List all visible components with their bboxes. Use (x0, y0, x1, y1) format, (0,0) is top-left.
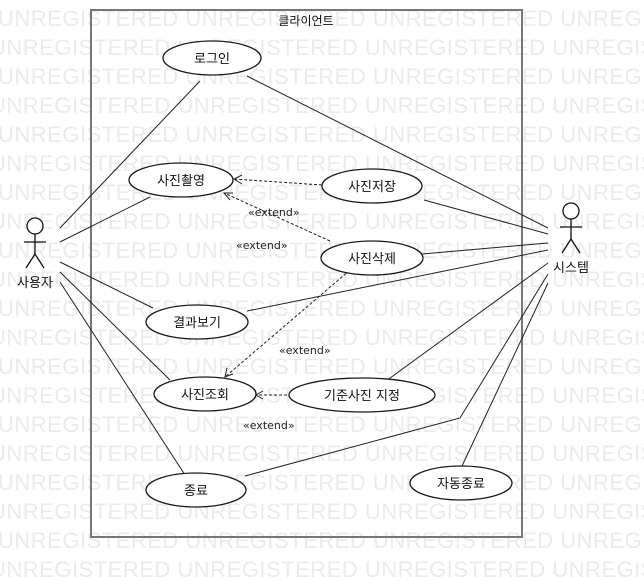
use-case-set-reference[interactable]: 기준사진 지정 (288, 377, 436, 413)
assoc-user-view-result (59, 261, 154, 309)
watermark-text: UNREGISTERED UNREGISTERED UNREGISTERED U… (0, 354, 644, 379)
assoc-exit-system (244, 273, 549, 477)
assoc-user-view-photo (59, 271, 171, 381)
use-case-take-photo[interactable]: 사진촬영 (128, 162, 234, 198)
associations (59, 75, 549, 477)
assoc-user-login (59, 80, 201, 229)
use-case-save-photo[interactable]: 사진저장 (321, 168, 423, 204)
extend-delete-to-view (224, 269, 351, 378)
watermark-text: UNREGISTERED UNREGISTERED UNREGISTERED U… (0, 64, 644, 89)
assoc-result-system (246, 249, 549, 312)
watermark-text: UNREGISTERED UNREGISTERED UNREGISTERED U… (0, 296, 644, 321)
use-case-delete-photo[interactable]: 사진삭제 (320, 240, 424, 276)
extend-label-reference: «extend» (243, 419, 295, 432)
use-case-exit-label: 종료 (184, 484, 208, 499)
use-case-delete-photo-label: 사진삭제 (348, 252, 396, 267)
system-title: 클라이언트 (278, 14, 333, 28)
use-case-take-photo-label: 사진촬영 (157, 174, 205, 189)
watermark-text: UNREGISTERED UNREGISTERED UNREGISTERED U… (0, 412, 644, 437)
watermark-text: UNREGISTERED UNREGISTERED UNREGISTERED U… (0, 122, 644, 147)
watermark-text: UNREGISTERED UNREGISTERED UNREGISTERED U… (0, 557, 644, 577)
system-boundary (90, 9, 523, 538)
extend-delete-to-take (223, 192, 331, 242)
use-case-auto-exit[interactable]: 자동종료 (409, 465, 513, 501)
assoc-user-take-photo (59, 196, 151, 243)
use-case-save-photo-label: 사진저장 (348, 180, 396, 195)
extend-label-delete-take: «extend» (236, 239, 288, 252)
assoc-reference-system (385, 262, 549, 382)
use-case-auto-exit-label: 자동종료 (437, 477, 485, 492)
watermark-layer: UNREGISTERED UNREGISTERED UNREGISTERED U… (0, 6, 644, 577)
assoc-save-system (423, 199, 549, 235)
extend-label-save: «extend» (248, 206, 300, 219)
assoc-autoexit-system (461, 282, 549, 467)
extend-dependencies: «extend» «extend» «extend» «extend» (222, 174, 351, 432)
watermark-text: UNREGISTERED UNREGISTERED UNREGISTERED U… (0, 267, 644, 292)
actor-user-head-icon (26, 217, 44, 235)
use-case-exit[interactable]: 종료 (145, 472, 247, 508)
actor-system[interactable]: 시스템 (553, 202, 589, 276)
watermark-text: UNREGISTERED UNREGISTERED UNREGISTERED U… (0, 499, 644, 524)
watermark-text: UNREGISTERED UNREGISTERED UNREGISTERED U… (0, 151, 644, 176)
use-case-login-label: 로그인 (194, 52, 230, 67)
use-case-view-result[interactable]: 결과보기 (145, 304, 249, 340)
watermark-text: UNREGISTERED UNREGISTERED UNREGISTERED U… (0, 35, 644, 60)
assoc-user-exit (59, 281, 186, 476)
actor-system-head-icon (562, 202, 580, 220)
extend-save-to-take-arrowhead (232, 174, 243, 185)
assoc-delete-system (421, 242, 549, 255)
watermark-text: UNREGISTERED UNREGISTERED UNREGISTERED U… (0, 528, 644, 553)
watermark-text: UNREGISTERED UNREGISTERED UNREGISTERED U… (0, 325, 644, 350)
actor-user-label: 사용자 (17, 276, 53, 291)
extend-label-delete-view: «extend» (279, 344, 331, 357)
use-case-view-result-label: 결과보기 (173, 316, 221, 331)
use-case-set-reference-label: 기준사진 지정 (324, 389, 400, 404)
actor-user[interactable]: 사용자 (17, 217, 53, 291)
watermark-text: UNREGISTERED UNREGISTERED UNREGISTERED U… (0, 441, 644, 466)
extend-delete-to-view-arrowhead (224, 367, 234, 378)
assoc-login-system (246, 75, 549, 229)
watermark-text: UNREGISTERED UNREGISTERED UNREGISTERED U… (0, 470, 644, 495)
extend-delete-to-take-arrowhead (222, 192, 233, 201)
use-case-view-photo-label: 사진조회 (181, 388, 229, 403)
watermark-text: UNREGISTERED UNREGISTERED UNREGISTERED U… (0, 209, 644, 234)
actor-system-label: 시스템 (553, 261, 589, 276)
use-case-view-photo[interactable]: 사진조회 (153, 376, 257, 412)
use-case-login[interactable]: 로그인 (162, 40, 262, 76)
